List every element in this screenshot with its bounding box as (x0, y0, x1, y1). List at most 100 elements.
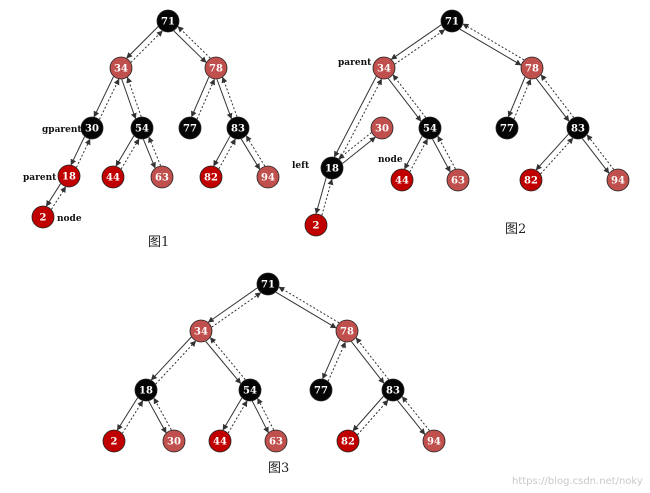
node-label: 83 (231, 124, 245, 135)
tree-node-fig2-34: 34 (372, 56, 396, 80)
edge-fig3-n18-n30 (148, 400, 167, 434)
caption-fig3: 图3 (268, 461, 289, 476)
node-circle (422, 429, 446, 453)
annotation-fig2-left: left (292, 161, 310, 171)
node-label: 71 (445, 17, 459, 28)
edge-fig2-n54-n63 (432, 138, 451, 173)
edge-fig3-n78-n83 (351, 341, 385, 384)
node-circle (238, 378, 262, 402)
edge-fig2-n78-n77 (507, 76, 526, 118)
edge-fig1-n34-n30 (93, 76, 114, 118)
annotation-fig1-gparent: gparent (42, 125, 82, 135)
edges-layer (45, 23, 615, 436)
parent-link-fig1-n18-n30 (76, 138, 91, 168)
tree-node-fig1-77: 77 (178, 116, 202, 140)
edge-fig2-n18-n30 (342, 136, 376, 164)
parent-link-fig2-n77-n78 (513, 78, 532, 120)
parent-link-fig1-n82-n83 (218, 138, 236, 170)
caption-fig2: 图2 (505, 222, 526, 237)
node-circle (109, 56, 133, 80)
parent-link-fig1-n63-n54 (148, 136, 162, 166)
annotation-fig2-node: node (378, 155, 403, 165)
node-circle (256, 272, 280, 296)
tree-node-fig1-30: 30 (80, 116, 104, 140)
tree-node-fig2-78: 78 (520, 56, 544, 80)
node-circle (130, 116, 154, 140)
node-label: 30 (85, 124, 99, 135)
watermark-url: https://blog.csdn.net/noky (512, 476, 643, 487)
tree-node-fig2-44: 44 (390, 168, 414, 192)
node-label: 18 (62, 172, 76, 183)
node-circle (199, 165, 223, 189)
node-label: 71 (161, 17, 175, 28)
parent-link-fig2-n83-n78 (540, 74, 575, 118)
node-label: 54 (135, 124, 149, 135)
node-label: 82 (524, 176, 538, 187)
tree-node-fig1-44: 44 (101, 165, 125, 189)
node-circle (390, 168, 414, 192)
tree-node-fig1-18: 18 (57, 164, 81, 188)
edge-fig1-n83-n82 (213, 135, 231, 167)
parent-link-fig3-n82-n83 (357, 399, 389, 436)
node-circle (162, 429, 186, 453)
node-circle (372, 56, 396, 80)
node-label: 71 (261, 280, 275, 291)
node-circle (57, 164, 81, 188)
edge-fig1-n18-n2 (45, 183, 61, 207)
node-circle (606, 168, 630, 192)
node-circle (31, 205, 55, 229)
tree-node-fig3-2: 2 (102, 429, 126, 453)
node-circle (320, 156, 344, 180)
parent-link-fig3-n30-n18 (153, 397, 172, 431)
parent-link-fig3-n34-n71 (211, 292, 262, 328)
tree-node-fig1-94: 94 (256, 165, 280, 189)
node-circle (226, 116, 250, 140)
tree-node-fig1-82: 82 (199, 165, 223, 189)
parent-link-fig3-n63-n54 (257, 397, 275, 431)
parent-link-fig2-n63-n54 (437, 135, 456, 170)
node-label: 34 (114, 64, 128, 75)
parent-link-fig3-n54-n34 (209, 337, 246, 380)
node-circle (446, 168, 470, 192)
node-circle (102, 429, 126, 453)
tree-node-fig1-63: 63 (150, 165, 174, 189)
edge-fig1-n71-n78 (173, 30, 207, 63)
edge-fig2-n78-n83 (535, 78, 570, 122)
node-label: 82 (341, 437, 355, 448)
caption-fig1: 图1 (148, 235, 169, 250)
parent-link-fig2-n82-n83 (540, 137, 574, 175)
node-circle (309, 378, 333, 402)
tree-node-fig1-78: 78 (204, 56, 228, 80)
tree-node-fig3-94: 94 (422, 429, 446, 453)
parent-link-fig3-n94-n83 (401, 396, 430, 431)
tree-node-fig3-78: 78 (335, 319, 359, 343)
parent-link-fig3-n77-n78 (327, 341, 346, 382)
tree-node-fig3-77: 77 (309, 378, 333, 402)
node-label: 77 (500, 124, 514, 135)
node-label: 18 (139, 386, 153, 397)
node-label: 63 (269, 437, 283, 448)
node-circle (519, 168, 543, 192)
tree-node-fig2-94: 94 (606, 168, 630, 192)
tree-node-fig1-2: 2 (31, 205, 55, 229)
edge-fig2-n83-n82 (535, 133, 569, 171)
node-circle (566, 116, 590, 140)
node-label: 94 (427, 437, 441, 448)
parent-link-fig3-n83-n78 (355, 337, 389, 380)
tree-node-fig3-71: 71 (256, 272, 280, 296)
node-circle (156, 9, 180, 33)
parent-link-fig1-n54-n34 (126, 76, 142, 117)
tree-node-fig2-82: 82 (519, 168, 543, 192)
node-circle (336, 429, 360, 453)
node-label: 2 (313, 221, 320, 232)
node-label: 18 (325, 164, 339, 175)
tree-node-fig2-71: 71 (440, 9, 464, 33)
node-circle (304, 213, 328, 237)
parent-link-fig2-n54-n34 (392, 74, 427, 118)
edge-fig2-n34-n54 (387, 78, 422, 122)
node-label: 83 (571, 124, 585, 135)
node-label: 78 (525, 64, 539, 75)
tree-node-fig1-54: 54 (130, 116, 154, 140)
node-label: 54 (423, 124, 437, 135)
